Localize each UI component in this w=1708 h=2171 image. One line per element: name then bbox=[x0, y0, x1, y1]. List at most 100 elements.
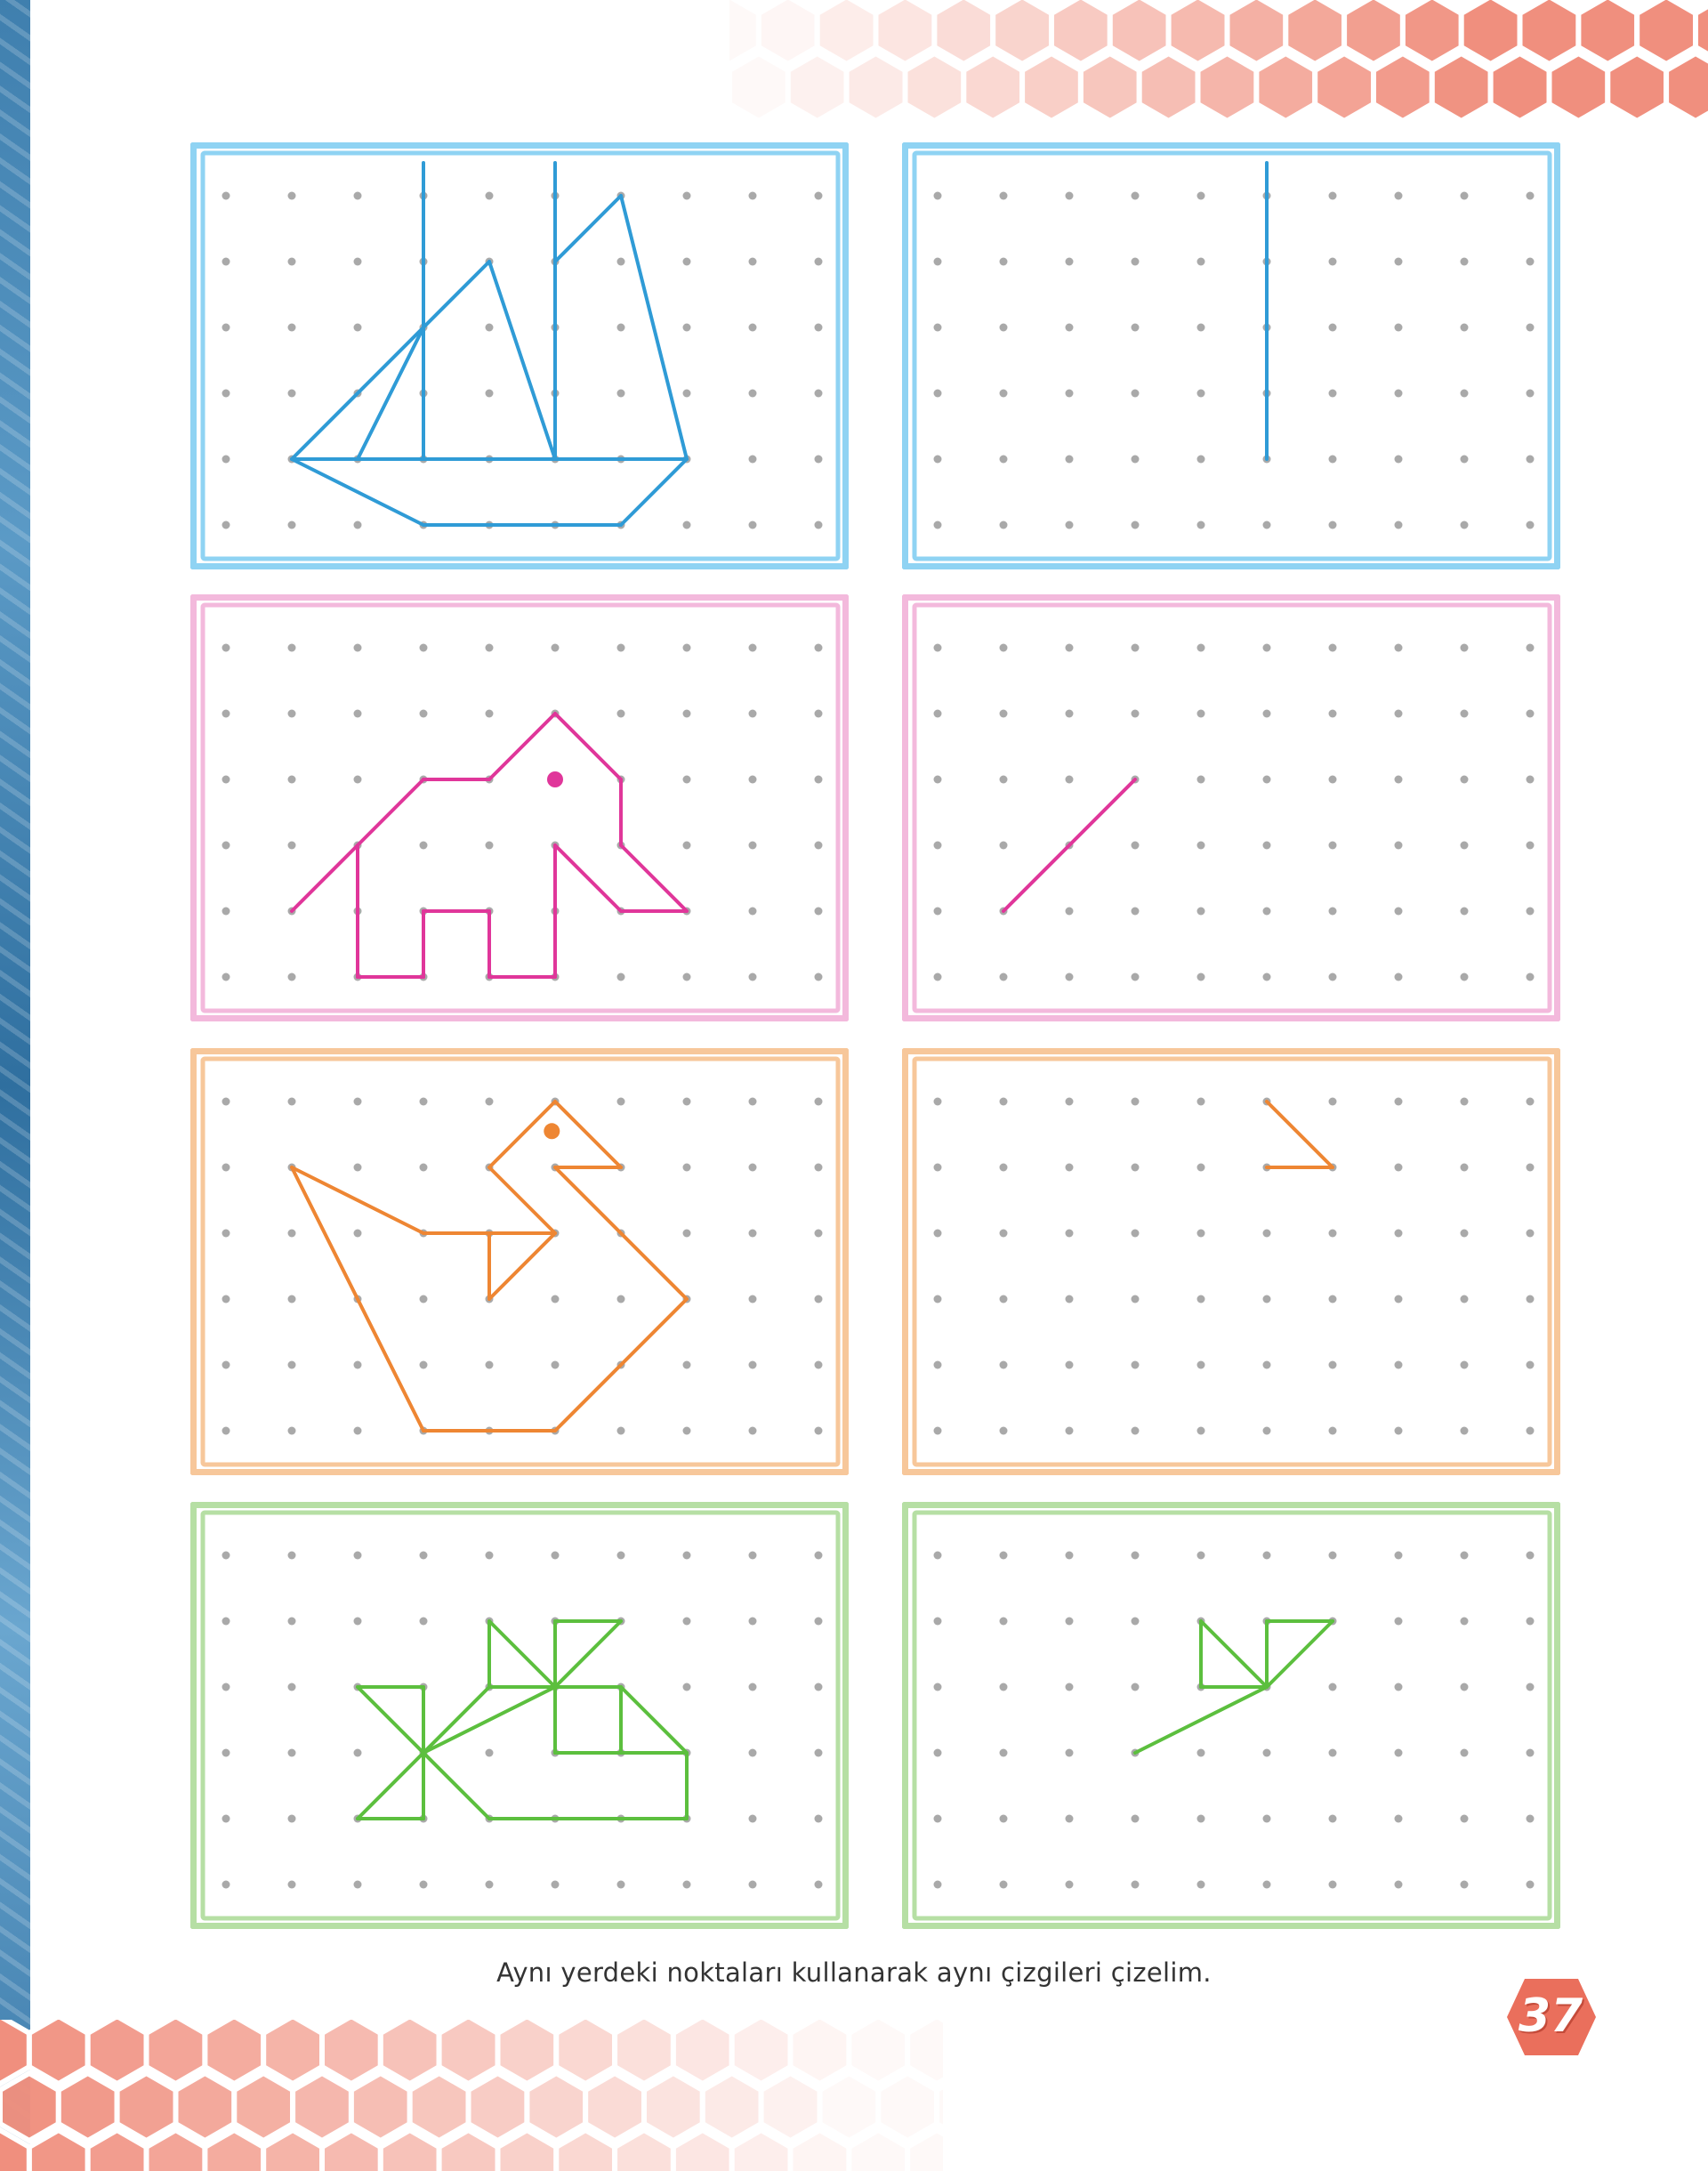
grid-dot[interactable] bbox=[1328, 455, 1337, 464]
grid-dot[interactable] bbox=[1526, 1229, 1535, 1238]
grid-dot[interactable] bbox=[1460, 1295, 1469, 1303]
grid-dot[interactable] bbox=[1262, 709, 1271, 718]
grid-dot[interactable] bbox=[1131, 455, 1140, 464]
grid-dot[interactable] bbox=[1394, 973, 1403, 981]
grid-dot[interactable] bbox=[1328, 1295, 1337, 1303]
grid-dot[interactable] bbox=[999, 709, 1008, 718]
grid-dot[interactable] bbox=[933, 841, 942, 850]
grid-dot[interactable] bbox=[1394, 1295, 1403, 1303]
grid-dot[interactable] bbox=[1328, 1229, 1337, 1238]
grid-dot[interactable] bbox=[1196, 1880, 1205, 1889]
grid-dot[interactable] bbox=[999, 191, 1008, 200]
grid-dot[interactable] bbox=[1394, 841, 1403, 850]
grid-dot[interactable] bbox=[933, 1163, 942, 1172]
grid-dot[interactable] bbox=[1328, 775, 1337, 784]
grid-dot[interactable] bbox=[1065, 455, 1074, 464]
grid-dot[interactable] bbox=[1262, 1360, 1271, 1369]
grid-dot[interactable] bbox=[999, 1426, 1008, 1435]
grid-dot[interactable] bbox=[1394, 1551, 1403, 1560]
grid-dot[interactable] bbox=[1262, 907, 1271, 916]
grid-dot[interactable] bbox=[933, 1617, 942, 1626]
grid-dot[interactable] bbox=[999, 841, 1008, 850]
grid-dot[interactable] bbox=[1526, 1683, 1535, 1691]
grid-dot[interactable] bbox=[1262, 1880, 1271, 1889]
dot-grid-copy[interactable] bbox=[902, 1048, 1560, 1475]
grid-dot[interactable] bbox=[1328, 1683, 1337, 1691]
grid-dot[interactable] bbox=[1065, 323, 1074, 332]
grid-dot[interactable] bbox=[1131, 1097, 1140, 1106]
grid-dot[interactable] bbox=[933, 455, 942, 464]
grid-dot[interactable] bbox=[1262, 521, 1271, 529]
grid-dot[interactable] bbox=[1196, 643, 1205, 652]
grid-dot[interactable] bbox=[1065, 191, 1074, 200]
grid-dot[interactable] bbox=[1196, 1163, 1205, 1172]
grid-dot[interactable] bbox=[1460, 389, 1469, 398]
grid-dot[interactable] bbox=[1460, 1748, 1469, 1757]
grid-dot[interactable] bbox=[1131, 1229, 1140, 1238]
grid-dot[interactable] bbox=[933, 1683, 942, 1691]
grid-dot[interactable] bbox=[1196, 1551, 1205, 1560]
grid-dot[interactable] bbox=[1460, 1551, 1469, 1560]
grid-dot[interactable] bbox=[1328, 257, 1337, 266]
grid-dot[interactable] bbox=[933, 1748, 942, 1757]
grid-dot[interactable] bbox=[1262, 643, 1271, 652]
grid-dot[interactable] bbox=[999, 1229, 1008, 1238]
grid-dot[interactable] bbox=[1526, 907, 1535, 916]
grid-dot[interactable] bbox=[1526, 1748, 1535, 1757]
grid-dot[interactable] bbox=[1196, 521, 1205, 529]
grid-dot[interactable] bbox=[1328, 1814, 1337, 1823]
grid-dot[interactable] bbox=[933, 191, 942, 200]
grid-dot[interactable] bbox=[1394, 389, 1403, 398]
grid-dot[interactable] bbox=[1526, 455, 1535, 464]
grid-dot[interactable] bbox=[1262, 973, 1271, 981]
grid-dot[interactable] bbox=[1065, 1814, 1074, 1823]
grid-dot[interactable] bbox=[1065, 1229, 1074, 1238]
grid-dot[interactable] bbox=[1065, 1426, 1074, 1435]
grid-dot[interactable] bbox=[1394, 1748, 1403, 1757]
grid-dot[interactable] bbox=[1526, 1551, 1535, 1560]
grid-dot[interactable] bbox=[933, 1229, 942, 1238]
grid-dot[interactable] bbox=[1526, 1360, 1535, 1369]
grid-dot[interactable] bbox=[1065, 1097, 1074, 1106]
grid-dot[interactable] bbox=[1460, 323, 1469, 332]
grid-dot[interactable] bbox=[933, 775, 942, 784]
grid-dot[interactable] bbox=[1526, 257, 1535, 266]
grid-dot[interactable] bbox=[1065, 643, 1074, 652]
copy-panel-pink[interactable] bbox=[902, 594, 1560, 1021]
grid-dot[interactable] bbox=[1131, 1163, 1140, 1172]
grid-dot[interactable] bbox=[1065, 973, 1074, 981]
grid-dot[interactable] bbox=[1262, 1551, 1271, 1560]
grid-dot[interactable] bbox=[1394, 1360, 1403, 1369]
grid-dot[interactable] bbox=[1526, 389, 1535, 398]
grid-dot[interactable] bbox=[1328, 643, 1337, 652]
grid-dot[interactable] bbox=[1460, 1229, 1469, 1238]
grid-dot[interactable] bbox=[1460, 1814, 1469, 1823]
grid-dot[interactable] bbox=[1328, 521, 1337, 529]
grid-dot[interactable] bbox=[1460, 1097, 1469, 1106]
grid-dot[interactable] bbox=[933, 1295, 942, 1303]
grid-dot[interactable] bbox=[933, 643, 942, 652]
grid-dot[interactable] bbox=[1131, 521, 1140, 529]
grid-dot[interactable] bbox=[1460, 841, 1469, 850]
grid-dot[interactable] bbox=[999, 521, 1008, 529]
grid-dot[interactable] bbox=[1394, 1683, 1403, 1691]
grid-dot[interactable] bbox=[1131, 643, 1140, 652]
dot-grid-copy[interactable] bbox=[902, 1502, 1560, 1929]
grid-dot[interactable] bbox=[1131, 1360, 1140, 1369]
grid-dot[interactable] bbox=[1394, 1426, 1403, 1435]
grid-dot[interactable] bbox=[1394, 643, 1403, 652]
grid-dot[interactable] bbox=[1328, 323, 1337, 332]
grid-dot[interactable] bbox=[1526, 1880, 1535, 1889]
grid-dot[interactable] bbox=[1526, 521, 1535, 529]
grid-dot[interactable] bbox=[1196, 1097, 1205, 1106]
grid-dot[interactable] bbox=[1460, 1880, 1469, 1889]
grid-dot[interactable] bbox=[1328, 191, 1337, 200]
grid-dot[interactable] bbox=[1196, 1229, 1205, 1238]
grid-dot[interactable] bbox=[1526, 1097, 1535, 1106]
grid-dot[interactable] bbox=[1065, 389, 1074, 398]
grid-dot[interactable] bbox=[933, 1880, 942, 1889]
grid-dot[interactable] bbox=[1328, 1880, 1337, 1889]
grid-dot[interactable] bbox=[1394, 709, 1403, 718]
grid-dot[interactable] bbox=[1131, 1295, 1140, 1303]
grid-dot[interactable] bbox=[933, 973, 942, 981]
